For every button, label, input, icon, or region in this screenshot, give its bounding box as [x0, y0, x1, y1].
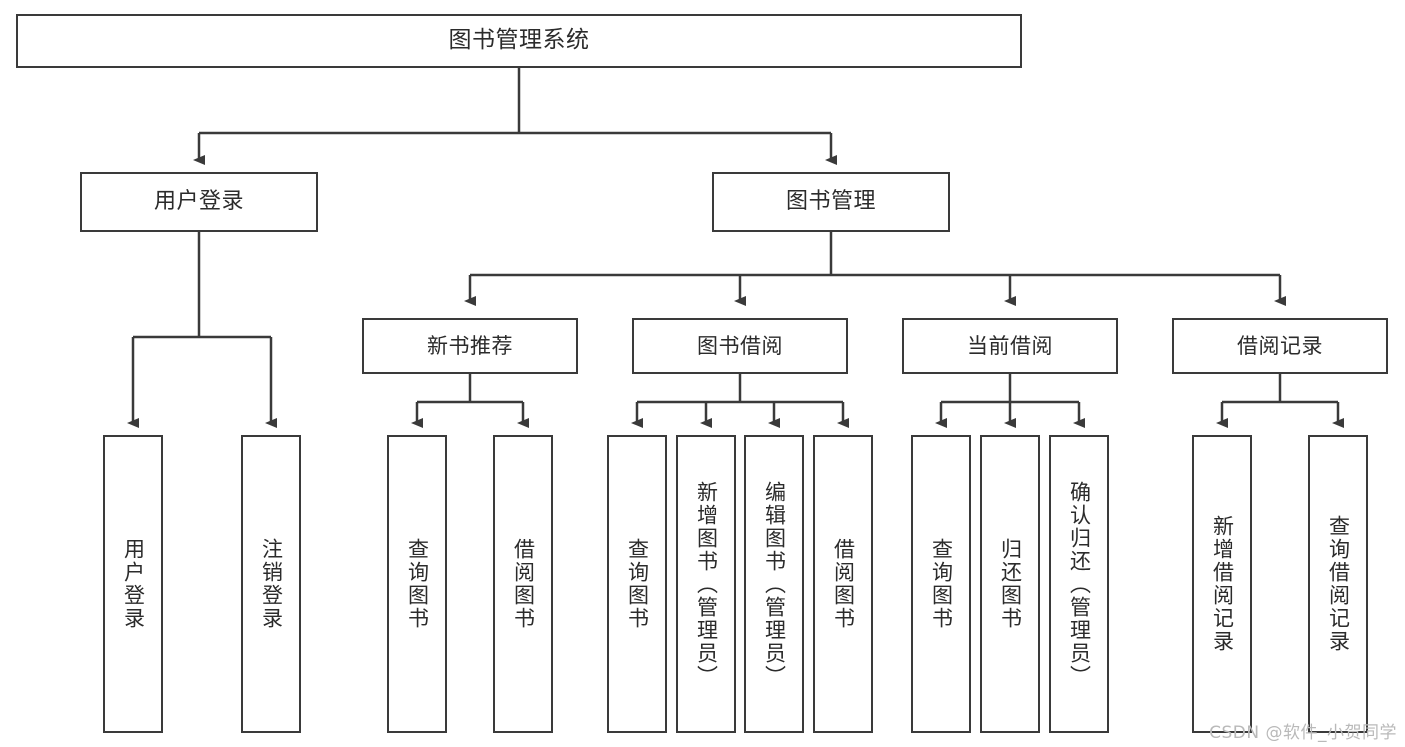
node-leaf-confirm-return[interactable]: 确认归还（管理员）	[1049, 435, 1109, 733]
node-label: 查询图书	[625, 538, 650, 630]
node-label: 用户登录	[153, 189, 244, 215]
node-label: 确认归还（管理员）	[1067, 480, 1092, 688]
node-label: 新增借阅记录	[1210, 515, 1235, 653]
node-current-borrow[interactable]: 当前借阅	[902, 318, 1118, 374]
node-leaf-query-book-3[interactable]: 查询图书	[911, 435, 971, 733]
node-borrow-record[interactable]: 借阅记录	[1172, 318, 1388, 374]
node-label: 编辑图书（管理员）	[762, 480, 787, 688]
node-label: 查询图书	[929, 538, 954, 630]
node-label: 图书管理	[785, 189, 876, 215]
node-label: 当前借阅	[967, 333, 1053, 358]
node-leaf-user-logout[interactable]: 注销登录	[241, 435, 301, 733]
node-leaf-edit-book[interactable]: 编辑图书（管理员）	[744, 435, 804, 733]
node-leaf-query-book-2[interactable]: 查询图书	[607, 435, 667, 733]
node-leaf-query-book-1[interactable]: 查询图书	[387, 435, 447, 733]
node-label: 新增图书（管理员）	[694, 480, 719, 688]
node-label: 用户登录	[121, 538, 146, 630]
node-label: 查询图书	[405, 538, 430, 630]
csdn-watermark: CSDN @软件_小贺同学	[1209, 723, 1397, 743]
node-label: 借阅图书	[511, 538, 536, 630]
node-leaf-user-login[interactable]: 用户登录	[103, 435, 163, 733]
node-label: 查询借阅记录	[1326, 515, 1351, 653]
node-label: 新书推荐	[427, 333, 513, 358]
node-root-system[interactable]: 图书管理系统	[16, 14, 1022, 68]
node-book-borrow[interactable]: 图书借阅	[632, 318, 848, 374]
node-label: 归还图书	[998, 538, 1023, 630]
node-new-book-recommend[interactable]: 新书推荐	[362, 318, 578, 374]
node-leaf-add-book[interactable]: 新增图书（管理员）	[676, 435, 736, 733]
node-leaf-borrow-book-2[interactable]: 借阅图书	[813, 435, 873, 733]
node-user-login[interactable]: 用户登录	[80, 172, 318, 232]
node-label: 图书管理系统	[448, 27, 590, 54]
node-label: 注销登录	[259, 538, 284, 630]
node-label: 借阅记录	[1237, 333, 1323, 358]
node-book-management[interactable]: 图书管理	[712, 172, 950, 232]
node-label: 图书借阅	[697, 333, 783, 358]
node-leaf-return-book[interactable]: 归还图书	[980, 435, 1040, 733]
node-leaf-borrow-book-1[interactable]: 借阅图书	[493, 435, 553, 733]
node-leaf-query-record[interactable]: 查询借阅记录	[1308, 435, 1368, 733]
node-leaf-add-record[interactable]: 新增借阅记录	[1192, 435, 1252, 733]
node-label: 借阅图书	[831, 538, 856, 630]
